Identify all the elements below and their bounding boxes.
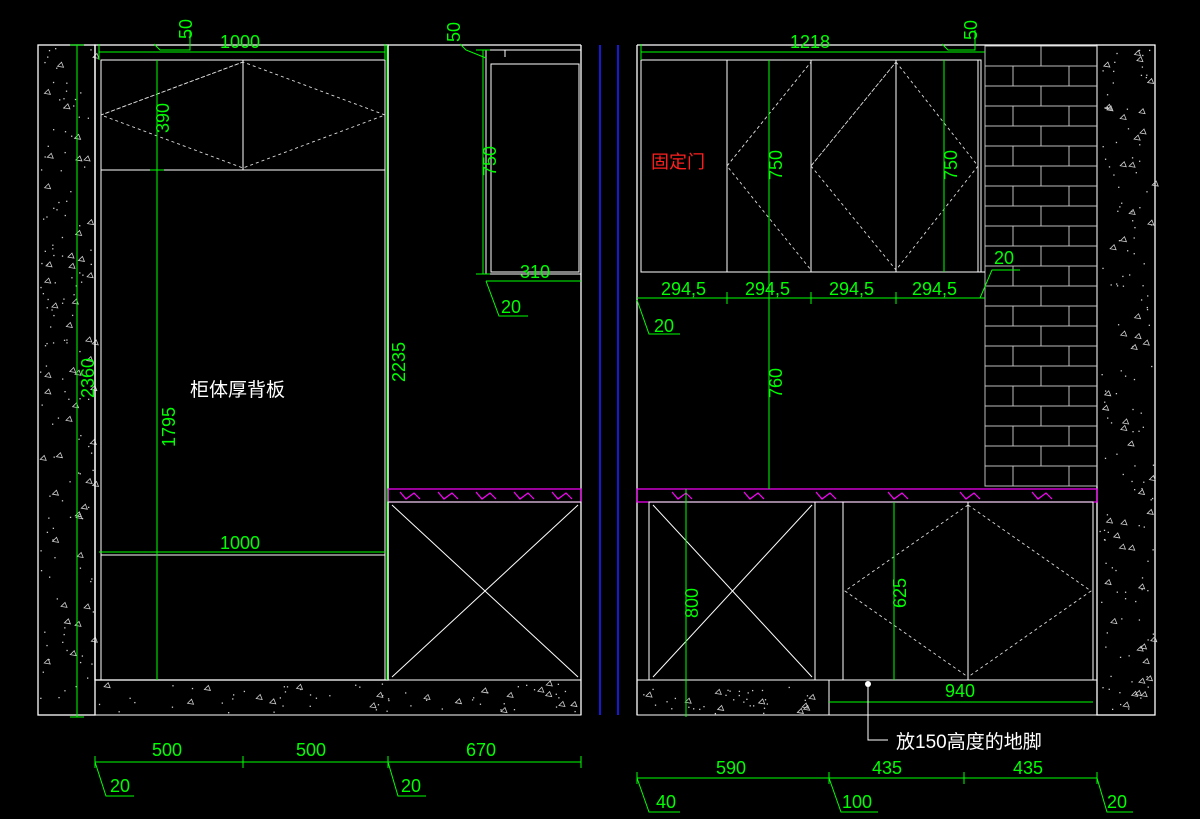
dim-bottom-590: 590 xyxy=(716,758,746,778)
blue-column xyxy=(599,45,638,715)
dim-door-w3: 294,5 xyxy=(829,279,874,299)
dim-door-w4: 294,5 xyxy=(912,279,957,299)
dim-left-upper-390: 390 xyxy=(153,103,173,133)
dim-bottom-100: 100 xyxy=(842,792,872,812)
dim-bottom-20-b: 20 xyxy=(401,776,421,796)
dim-bottom-20-c: 20 xyxy=(1107,792,1127,812)
dim-gap-760: 760 xyxy=(766,368,786,398)
right-upper-cabinet xyxy=(637,44,1097,273)
dim-bottom-435-b: 435 xyxy=(1013,758,1043,778)
concrete-floor-left xyxy=(94,679,582,716)
dim-small-cab-20: 20 xyxy=(501,297,521,317)
dim-right-upper-750-b: 750 xyxy=(941,150,961,180)
dim-base-625: 625 xyxy=(890,578,910,608)
dim-bottom-20-a: 20 xyxy=(110,776,130,796)
label-fixed-door: 固定门 xyxy=(651,152,705,172)
dim-top-left-50: 50 xyxy=(176,19,196,39)
dim-door-w1: 294,5 xyxy=(661,279,706,299)
left-wardrobe xyxy=(94,44,389,681)
middle-base-cabinet xyxy=(387,501,582,681)
dim-base-940: 940 xyxy=(945,681,975,701)
dim-left-lower-height: 1795 xyxy=(159,407,179,447)
dim-top-mid-50: 50 xyxy=(444,22,464,42)
label-feet-note: 放150高度的地脚 xyxy=(896,731,1042,753)
countertop-strip-right xyxy=(636,488,1098,503)
dim-base-800: 800 xyxy=(682,588,702,618)
countertop-strip-middle xyxy=(387,488,582,503)
dim-total-height: 2360 xyxy=(78,358,98,398)
dim-top-right-width: 1218 xyxy=(790,32,830,52)
dim-bottom-670: 670 xyxy=(466,740,496,760)
dim-right-20-below: 20 xyxy=(654,316,674,336)
dim-top-left-width: 1000 xyxy=(220,32,260,52)
label-back-panel: 柜体厚背板 xyxy=(190,379,285,401)
dim-bottom-40: 40 xyxy=(656,792,676,812)
dim-mid-height: 2235 xyxy=(389,342,409,382)
dim-bottom-435-a: 435 xyxy=(872,758,902,778)
dim-top-right-50: 50 xyxy=(961,20,981,40)
dim-small-cab-height: 750 xyxy=(480,146,500,176)
feet-note-leader xyxy=(865,681,888,741)
small-hanging-cabinet xyxy=(485,49,582,275)
dim-bottom-500-a: 500 xyxy=(152,740,182,760)
right-base-cabinets xyxy=(648,501,1097,716)
dimension-lines xyxy=(70,30,1133,813)
dim-left-inner-width: 1000 xyxy=(220,533,260,553)
dim-right-20-wall: 20 xyxy=(994,248,1014,268)
brick-wall xyxy=(984,45,1098,487)
dim-bottom-500-b: 500 xyxy=(296,740,326,760)
dim-right-upper-750-a: 750 xyxy=(766,150,786,180)
concrete-right-wall xyxy=(1096,44,1159,716)
dim-small-cab-width: 310 xyxy=(520,262,550,282)
dim-door-w2: 294,5 xyxy=(745,279,790,299)
